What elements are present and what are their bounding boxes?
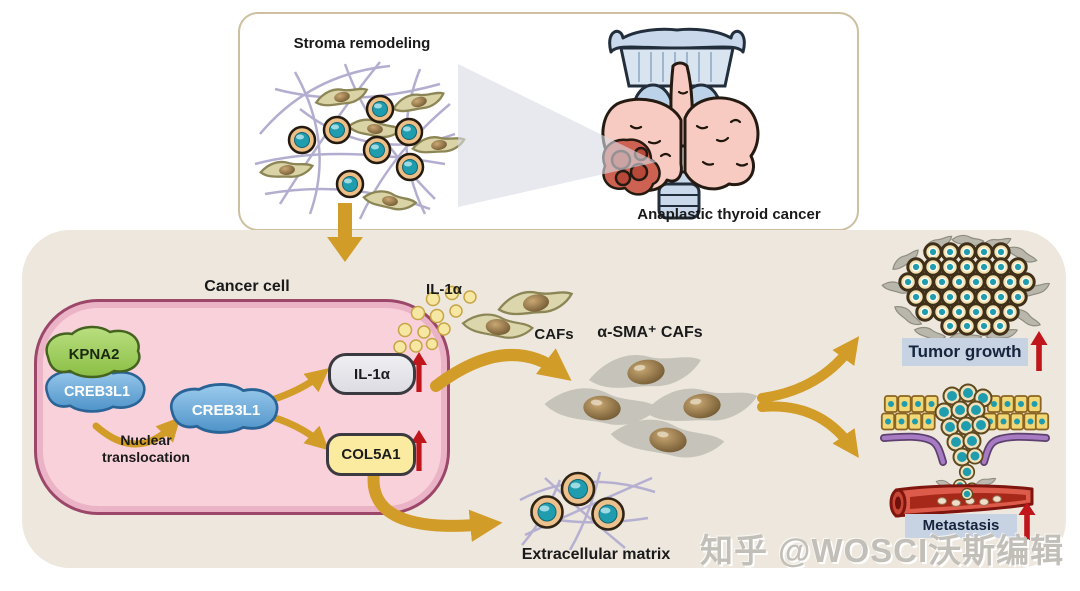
il1a-box: IL-1α xyxy=(328,353,416,395)
top-panel: Stroma remodeling Anaplastic thyroid can… xyxy=(238,12,859,231)
il1a-secreted-label: IL-1α xyxy=(426,281,462,298)
ecm-label: Extracellular matrix xyxy=(521,546,671,563)
stroma-remodeling-label: Stroma remodeling xyxy=(293,35,431,52)
thyroid-cracks xyxy=(629,90,749,168)
col5a1-box-label: COL5A1 xyxy=(341,446,401,463)
tumor-growth-badge: Tumor growth xyxy=(902,338,1028,366)
il1a-box-label: IL-1α xyxy=(354,365,390,383)
cancer-cell xyxy=(34,299,450,515)
top-panel-illustration xyxy=(254,27,760,220)
cafs-label: CAFs xyxy=(534,326,574,343)
magnify-beam xyxy=(458,64,657,207)
asma-cafs-label: α-SMA⁺ CAFs xyxy=(597,324,703,341)
metastasis-badge: Metastasis xyxy=(905,514,1017,538)
stroma-fibroblasts xyxy=(258,82,467,213)
cancer-cell-label: Cancer cell xyxy=(204,278,290,295)
watermark: 知乎 @WOSCI沃斯编辑 xyxy=(700,532,1065,569)
thyroid-illustration xyxy=(601,27,760,220)
anaplastic-thyroid-cancer-label: Anaplastic thyroid cancer xyxy=(637,206,821,223)
col5a1-box: COL5A1 xyxy=(326,433,416,476)
trachea xyxy=(657,182,701,220)
nuclear-translocation-label: Nuclear translocation xyxy=(102,432,190,465)
